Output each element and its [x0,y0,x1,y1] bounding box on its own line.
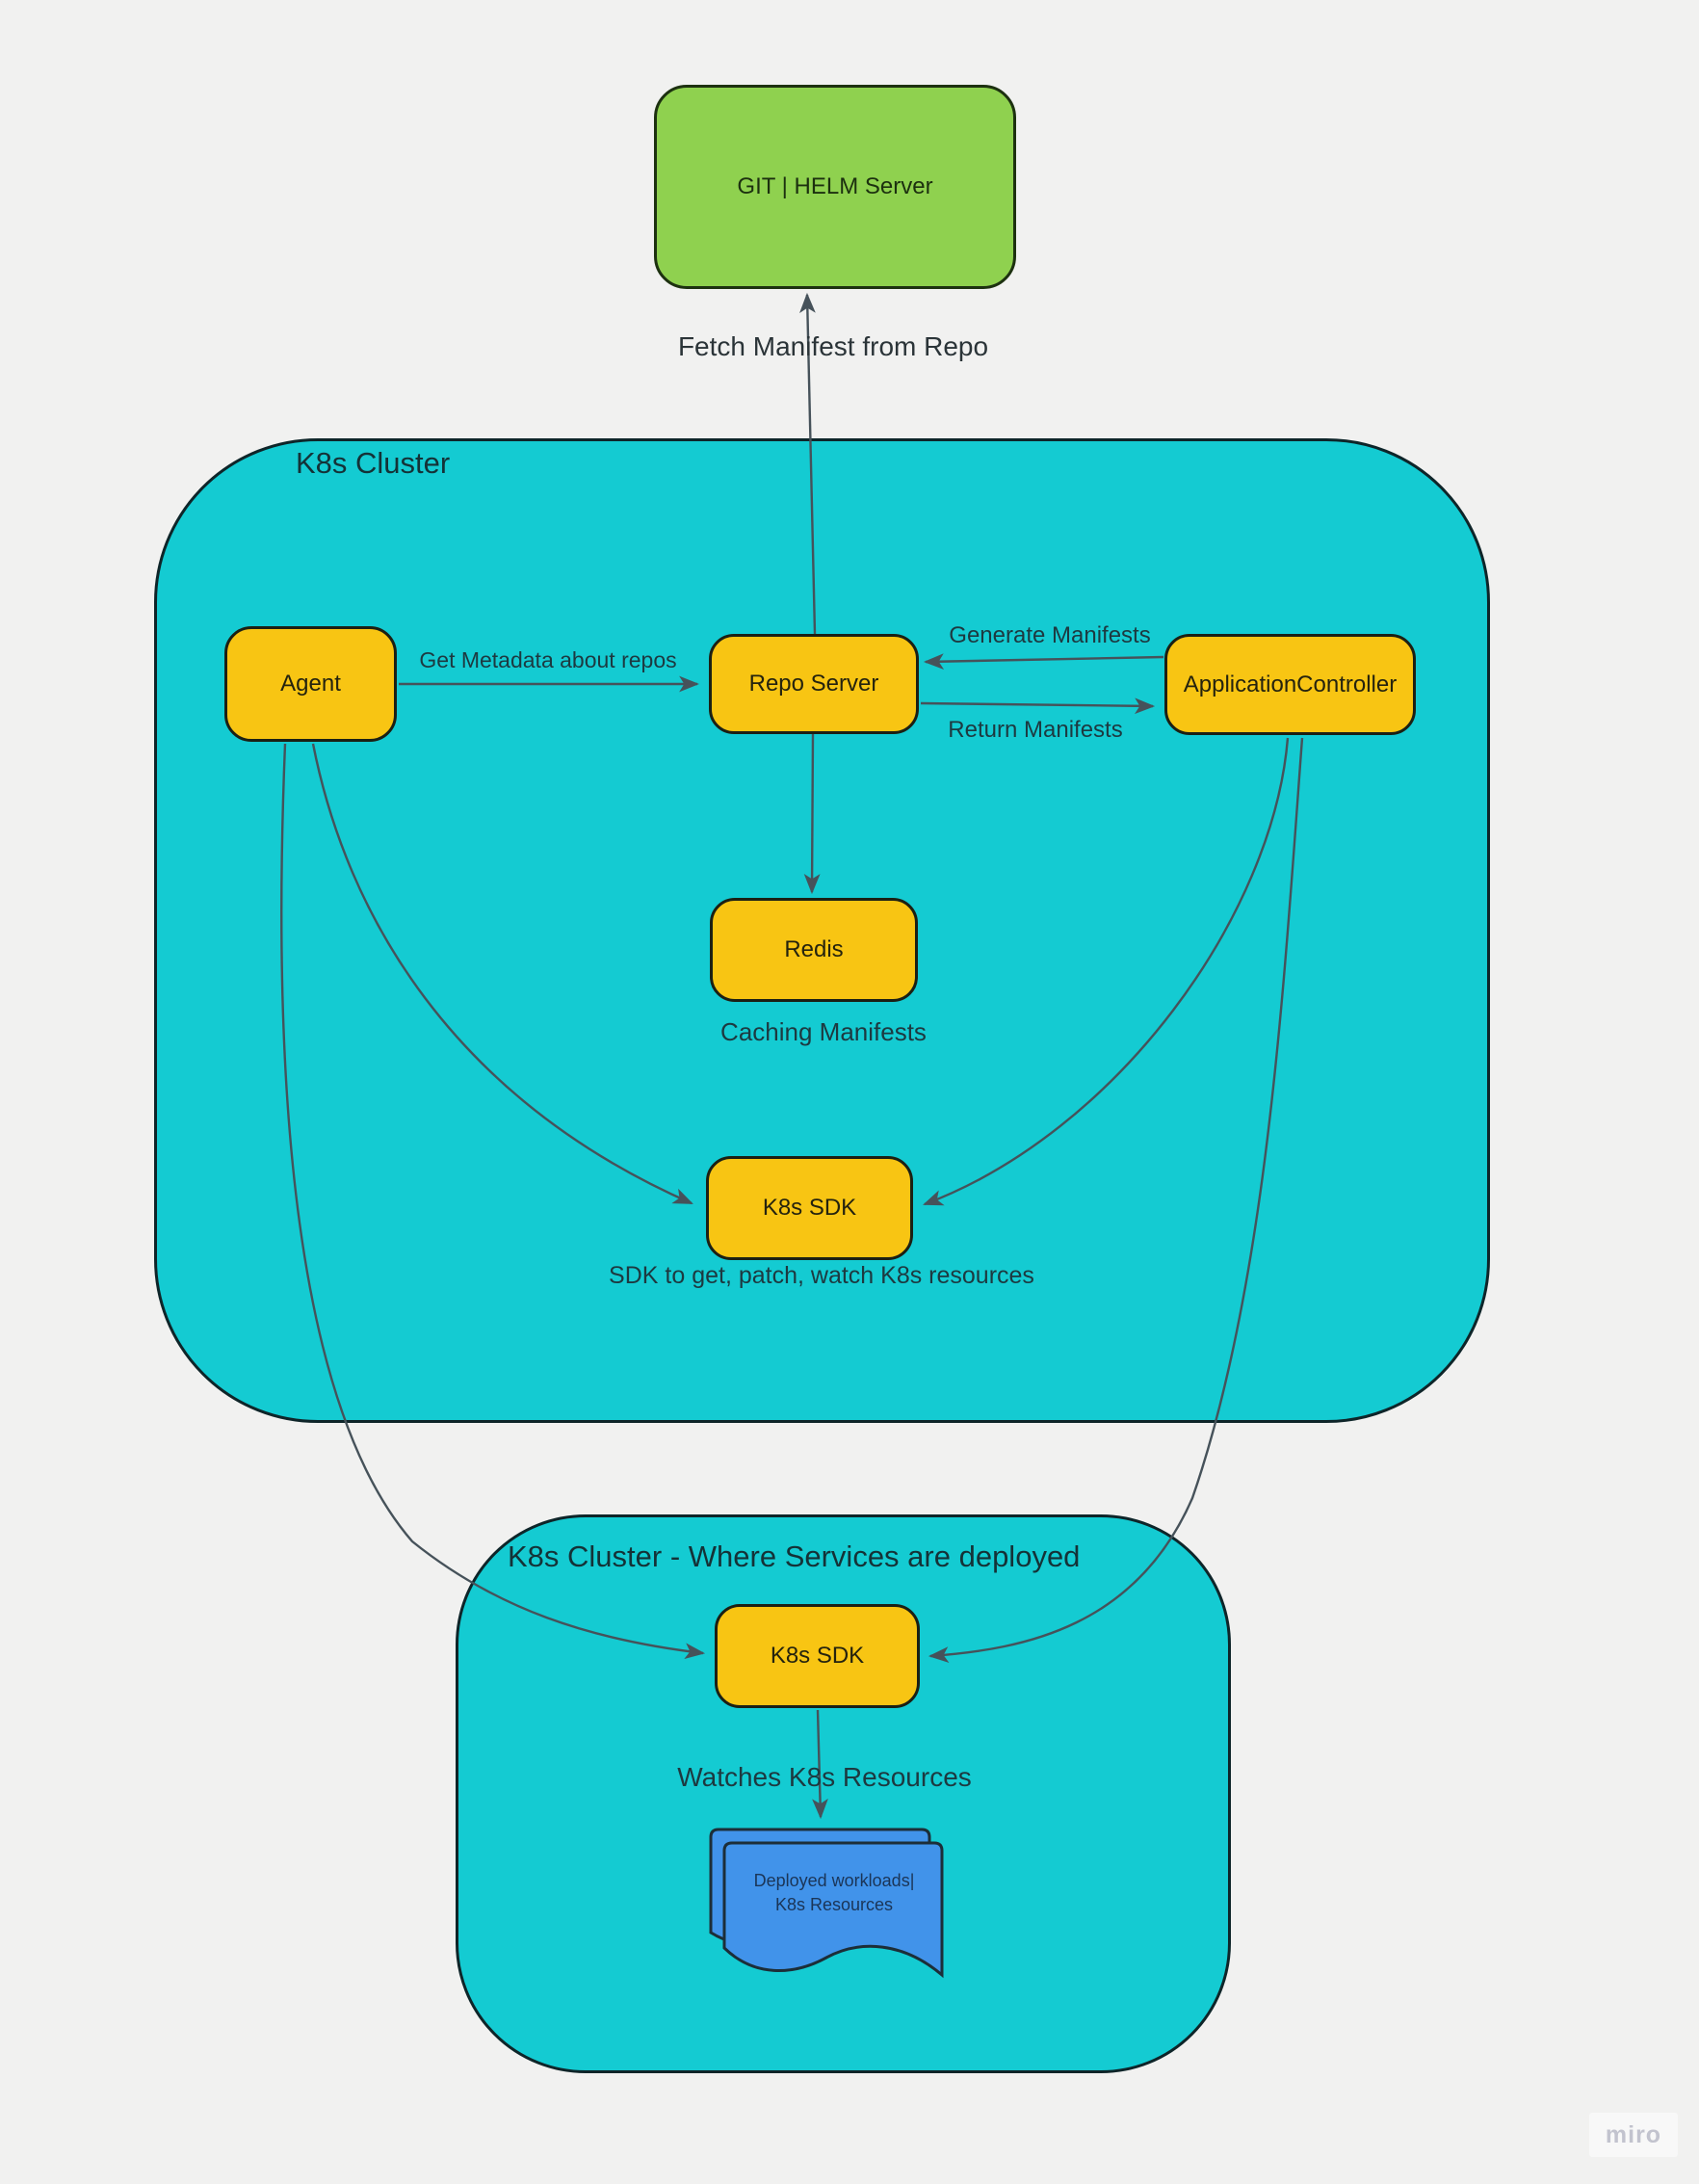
node-k8s-sdk-main-label: K8s SDK [762,1195,857,1221]
node-redis[interactable]: Redis [710,898,918,1002]
label-generate-manifests: Generate Manifests [949,622,1151,648]
document-label-line1: Deployed workloads| [753,1871,915,1890]
node-agent-label: Agent [280,671,341,697]
node-git-helm-server-label: GIT | HELM Server [737,173,933,199]
miro-watermark-text: miro [1605,2120,1662,2148]
node-k8s-sdk-deployed-label: K8s SDK [770,1643,865,1669]
node-repo-server-label: Repo Server [748,671,879,697]
deployed-workloads-document-label: Deployed workloads| K8s Resources [719,1869,950,1917]
node-application-controller-label: ApplicationController [1183,671,1398,697]
cluster-k8s-deployed[interactable] [456,1514,1231,2073]
node-redis-label: Redis [784,936,844,962]
cluster2-title: K8s Cluster - Where Services are deploye… [508,1539,1081,1573]
label-sdk-description: SDK to get, patch, watch K8s resources [609,1262,1034,1289]
node-agent[interactable]: Agent [224,626,397,742]
node-k8s-sdk-main[interactable]: K8s SDK [706,1156,913,1260]
miro-watermark: miro [1589,2113,1678,2157]
node-k8s-sdk-deployed[interactable]: K8s SDK [715,1604,920,1708]
document-label-line2: K8s Resources [774,1895,894,1914]
node-application-controller[interactable]: ApplicationController [1164,634,1416,735]
label-get-metadata: Get Metadata about repos [419,647,677,672]
label-watches-resources: Watches K8s Resources [677,1762,972,1792]
node-git-helm-server[interactable]: GIT | HELM Server [654,85,1016,289]
node-repo-server[interactable]: Repo Server [709,634,919,734]
label-return-manifests: Return Manifests [948,717,1123,743]
label-caching-manifests: Caching Manifests [720,1017,927,1046]
label-fetch-manifest: Fetch Manifest from Repo [677,331,989,361]
cluster1-title: K8s Cluster [296,446,451,480]
